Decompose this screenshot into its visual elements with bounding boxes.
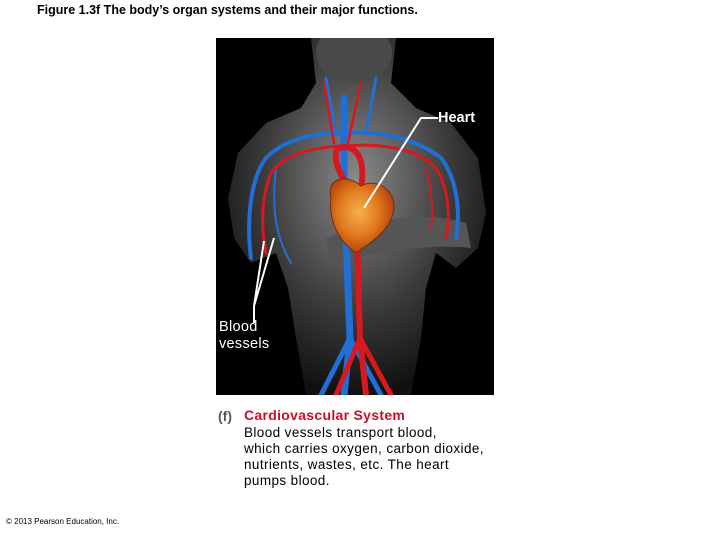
system-description: Blood vessels transport blood, which car… [244, 425, 544, 489]
description-line: which carries oxygen, carbon dioxide, [244, 441, 484, 456]
blood-vessels-label: Blood vessels [219, 319, 269, 353]
blood-vessels-label-line2: vessels [219, 336, 270, 352]
panel-tag: (f) [218, 408, 232, 424]
system-heading: Cardiovascular System [244, 407, 406, 423]
description-line: pumps blood. [244, 473, 330, 488]
blood-vessels-label-line1: Blood [219, 319, 258, 335]
description-line: Blood vessels transport blood, [244, 425, 437, 440]
description-line: nutrients, wastes, etc. The heart [244, 457, 450, 472]
heart-organ [329, 178, 395, 254]
cardiovascular-illustration [216, 38, 494, 395]
figure-title: Figure 1.3f The body’s organ systems and… [37, 3, 418, 17]
copyright-notice: © 2013 Pearson Education, Inc. [6, 517, 120, 526]
body-figure [228, 38, 486, 395]
heart-label: Heart [438, 110, 476, 126]
